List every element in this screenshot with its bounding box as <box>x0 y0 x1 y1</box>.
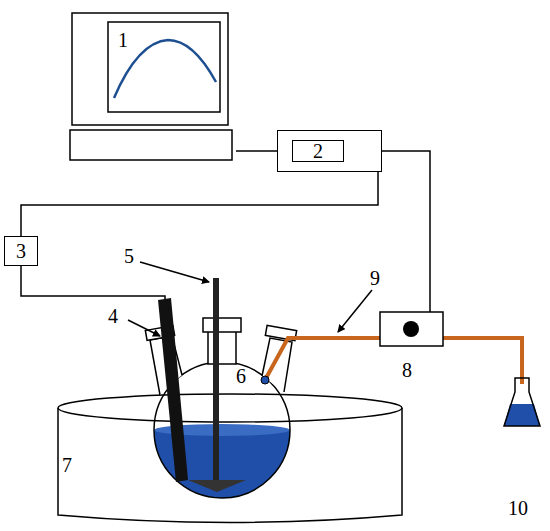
callout-number: 6 <box>236 366 246 386</box>
tube <box>265 338 380 380</box>
tube <box>443 338 522 384</box>
callout-number: 4 <box>108 306 118 326</box>
leader-arrow <box>338 290 372 332</box>
callout-number: 1 <box>118 30 128 50</box>
signal-wire <box>21 266 165 300</box>
water-bath <box>58 394 402 523</box>
computer-shape <box>68 12 236 162</box>
callout-number: 5 <box>124 246 134 266</box>
callout-number: 7 <box>62 455 72 475</box>
electrode <box>158 298 188 482</box>
leader-arrow <box>140 262 209 282</box>
callout-number: 8 <box>402 360 412 380</box>
stirrer <box>188 278 246 492</box>
reservoir-flask <box>504 378 540 426</box>
tube-inlet <box>261 376 269 384</box>
callout-number: 3 <box>16 241 26 261</box>
signal-wire <box>382 151 430 312</box>
display-window: 2 <box>292 140 344 162</box>
signal-wire <box>236 150 277 152</box>
pump <box>380 312 443 346</box>
controller-box: 2 <box>277 130 382 172</box>
callout-number: 10 <box>508 498 528 518</box>
pump-rotor <box>403 321 419 337</box>
signal-wire <box>21 172 378 236</box>
leader-arrow <box>128 320 160 336</box>
callout-number: 2 <box>313 141 323 161</box>
computer: 1 <box>68 12 236 162</box>
callout-number: 9 <box>370 268 380 288</box>
meter-box: 3 <box>4 236 38 266</box>
